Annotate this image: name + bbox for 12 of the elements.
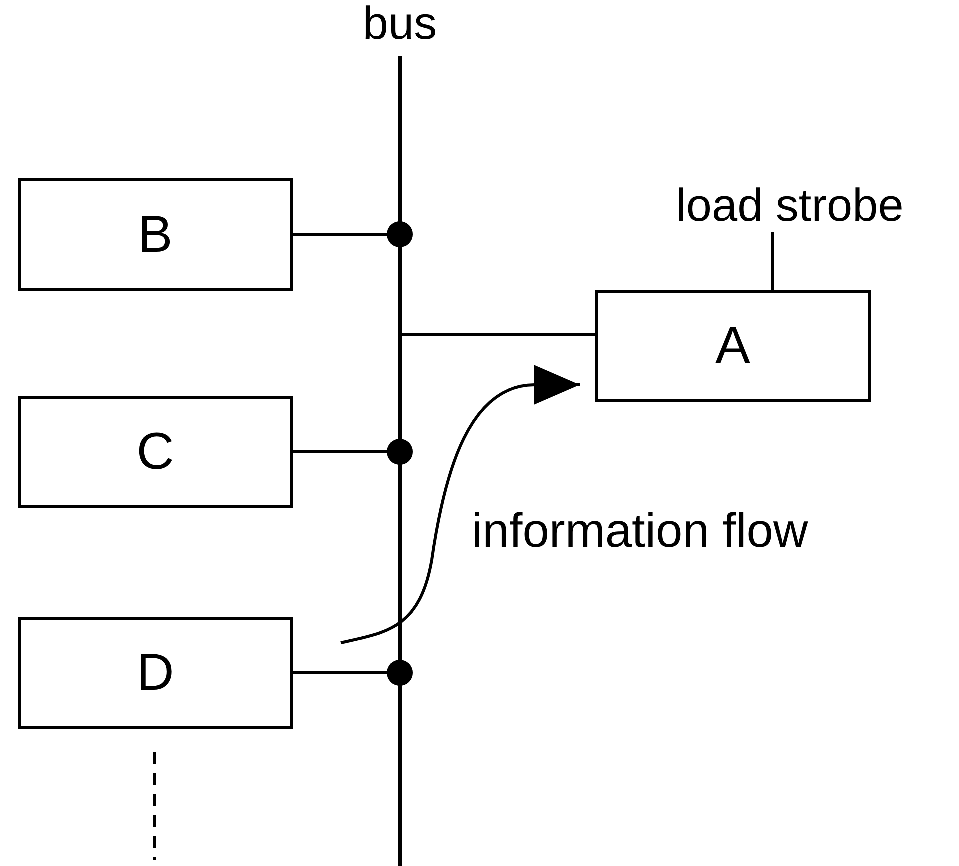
- register-box: D: [18, 617, 293, 729]
- connector-line: [771, 232, 774, 290]
- register-box: B: [18, 178, 293, 291]
- register-box: A: [595, 290, 871, 402]
- connector-line: [293, 439, 413, 465]
- register-box: C: [18, 396, 293, 508]
- connector-line: [293, 222, 413, 248]
- curved-arrow: [340, 365, 580, 644]
- bus-label: bus: [362, 0, 438, 51]
- signal-label: load strobe: [625, 182, 955, 232]
- connector-line: [400, 334, 595, 336]
- connector-line: [293, 660, 413, 686]
